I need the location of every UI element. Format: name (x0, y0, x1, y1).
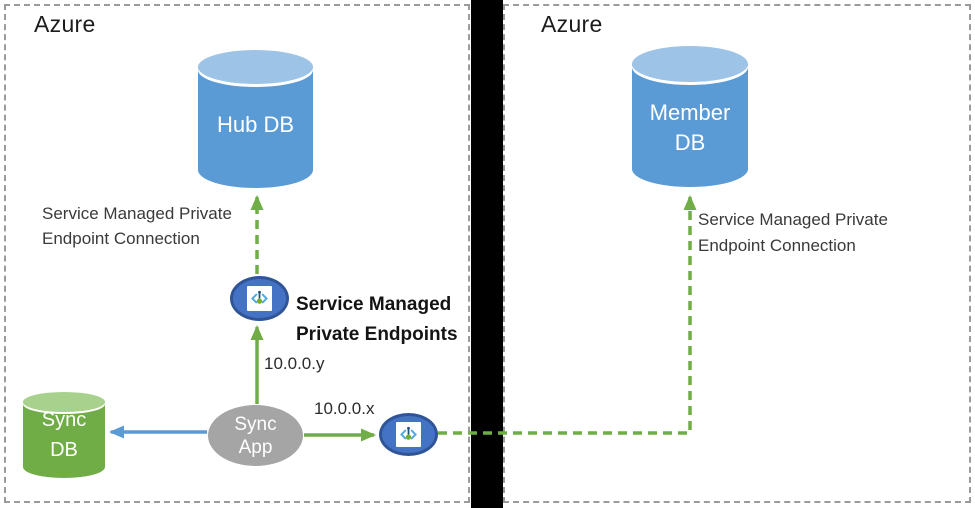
azure-right-title: Azure (541, 11, 603, 37)
hub-db-body (198, 67, 313, 188)
hub-db-label: Hub DB (216, 112, 295, 137)
hub-db-top (198, 50, 313, 84)
azure-left-title: Azure (34, 11, 96, 37)
sync-app-ellipse: Sync App (208, 405, 303, 466)
member-db-cylinder: Member DB (632, 46, 748, 187)
hub-db-cylinder: Hub DB (198, 50, 313, 188)
member-db-label: Member DB (649, 100, 731, 155)
service-managed-private-endpoints-label: Service Managed Private Endpoints (296, 294, 458, 345)
member-db-top (632, 46, 748, 82)
sync-db-body (23, 402, 105, 478)
sync-db-top (23, 392, 105, 412)
private-endpoint-1 (230, 276, 289, 321)
private-endpoint-icon (247, 286, 272, 311)
sync-db-cylinder: Sync DB (23, 392, 105, 478)
ip-label-x: 10.0.0.x (314, 399, 375, 418)
ip-label-y: 10.0.0.y (264, 354, 325, 373)
private-endpoint-icon (396, 422, 421, 447)
network-boundary-divider (471, 0, 503, 508)
left-connection-label: Service Managed Private Endpoint Connect… (42, 204, 232, 248)
member-db-body (632, 64, 748, 187)
sync-app-label: Sync App (234, 413, 277, 458)
private-endpoint-2 (379, 413, 438, 456)
sync-db-label: Sync DB (41, 409, 87, 461)
right-connection-label: Service Managed Private Endpoint Connect… (698, 210, 888, 255)
